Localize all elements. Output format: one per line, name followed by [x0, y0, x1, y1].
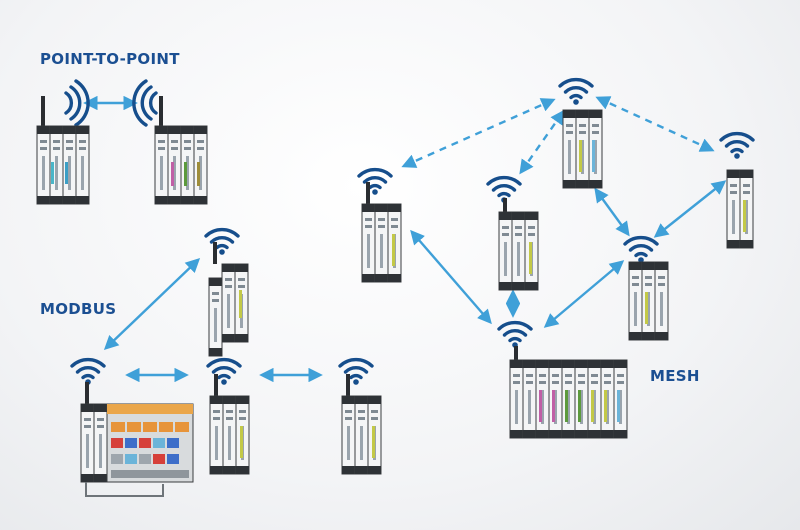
- wifi-signal-icon: [558, 77, 594, 107]
- wifi-signal-icon: [338, 357, 374, 387]
- wireless-module: [628, 261, 669, 341]
- wifi-signal-icon: [497, 320, 533, 350]
- modbus-label: MODBUS: [40, 300, 117, 318]
- signal-icons: [64, 77, 755, 387]
- wireless-module: [36, 96, 90, 205]
- links: [83, 95, 727, 383]
- wireless-module: [208, 242, 249, 357]
- wireless-module: [498, 198, 539, 291]
- modbus-controller: [80, 382, 194, 497]
- radio-signal-icon: [64, 79, 90, 127]
- mesh-link-5: [653, 180, 727, 238]
- radio-signal-icon: [132, 79, 158, 127]
- wireless-module: [341, 374, 382, 475]
- wireless-module: [562, 109, 603, 189]
- wifi-signal-icon: [204, 227, 240, 257]
- wifi-signal-icon: [70, 357, 106, 387]
- mesh-gateway: [509, 346, 628, 439]
- wireless-module: [726, 169, 754, 249]
- mesh-link-1: [410, 229, 492, 325]
- mesh-label: MESH: [650, 367, 700, 385]
- wireless-module: [209, 374, 250, 475]
- mesh-link-4: [594, 187, 630, 237]
- wireless-module: [361, 182, 402, 283]
- wifi-signal-icon: [357, 167, 393, 197]
- mesh-dashed-link-left: [401, 98, 556, 168]
- mesh-link-3: [543, 260, 625, 328]
- mesh-dashed-link-right: [595, 96, 715, 152]
- devices: [36, 96, 754, 497]
- modbus-link-diagonal: [103, 258, 201, 350]
- wifi-signal-icon: [719, 131, 755, 161]
- wireless-module: [154, 96, 208, 205]
- wifi-signal-icon: [206, 357, 242, 387]
- mesh-dashed-link-mid: [519, 109, 565, 175]
- point-to-point-label: POINT-TO-POINT: [40, 50, 180, 68]
- wifi-signal-icon: [623, 235, 659, 265]
